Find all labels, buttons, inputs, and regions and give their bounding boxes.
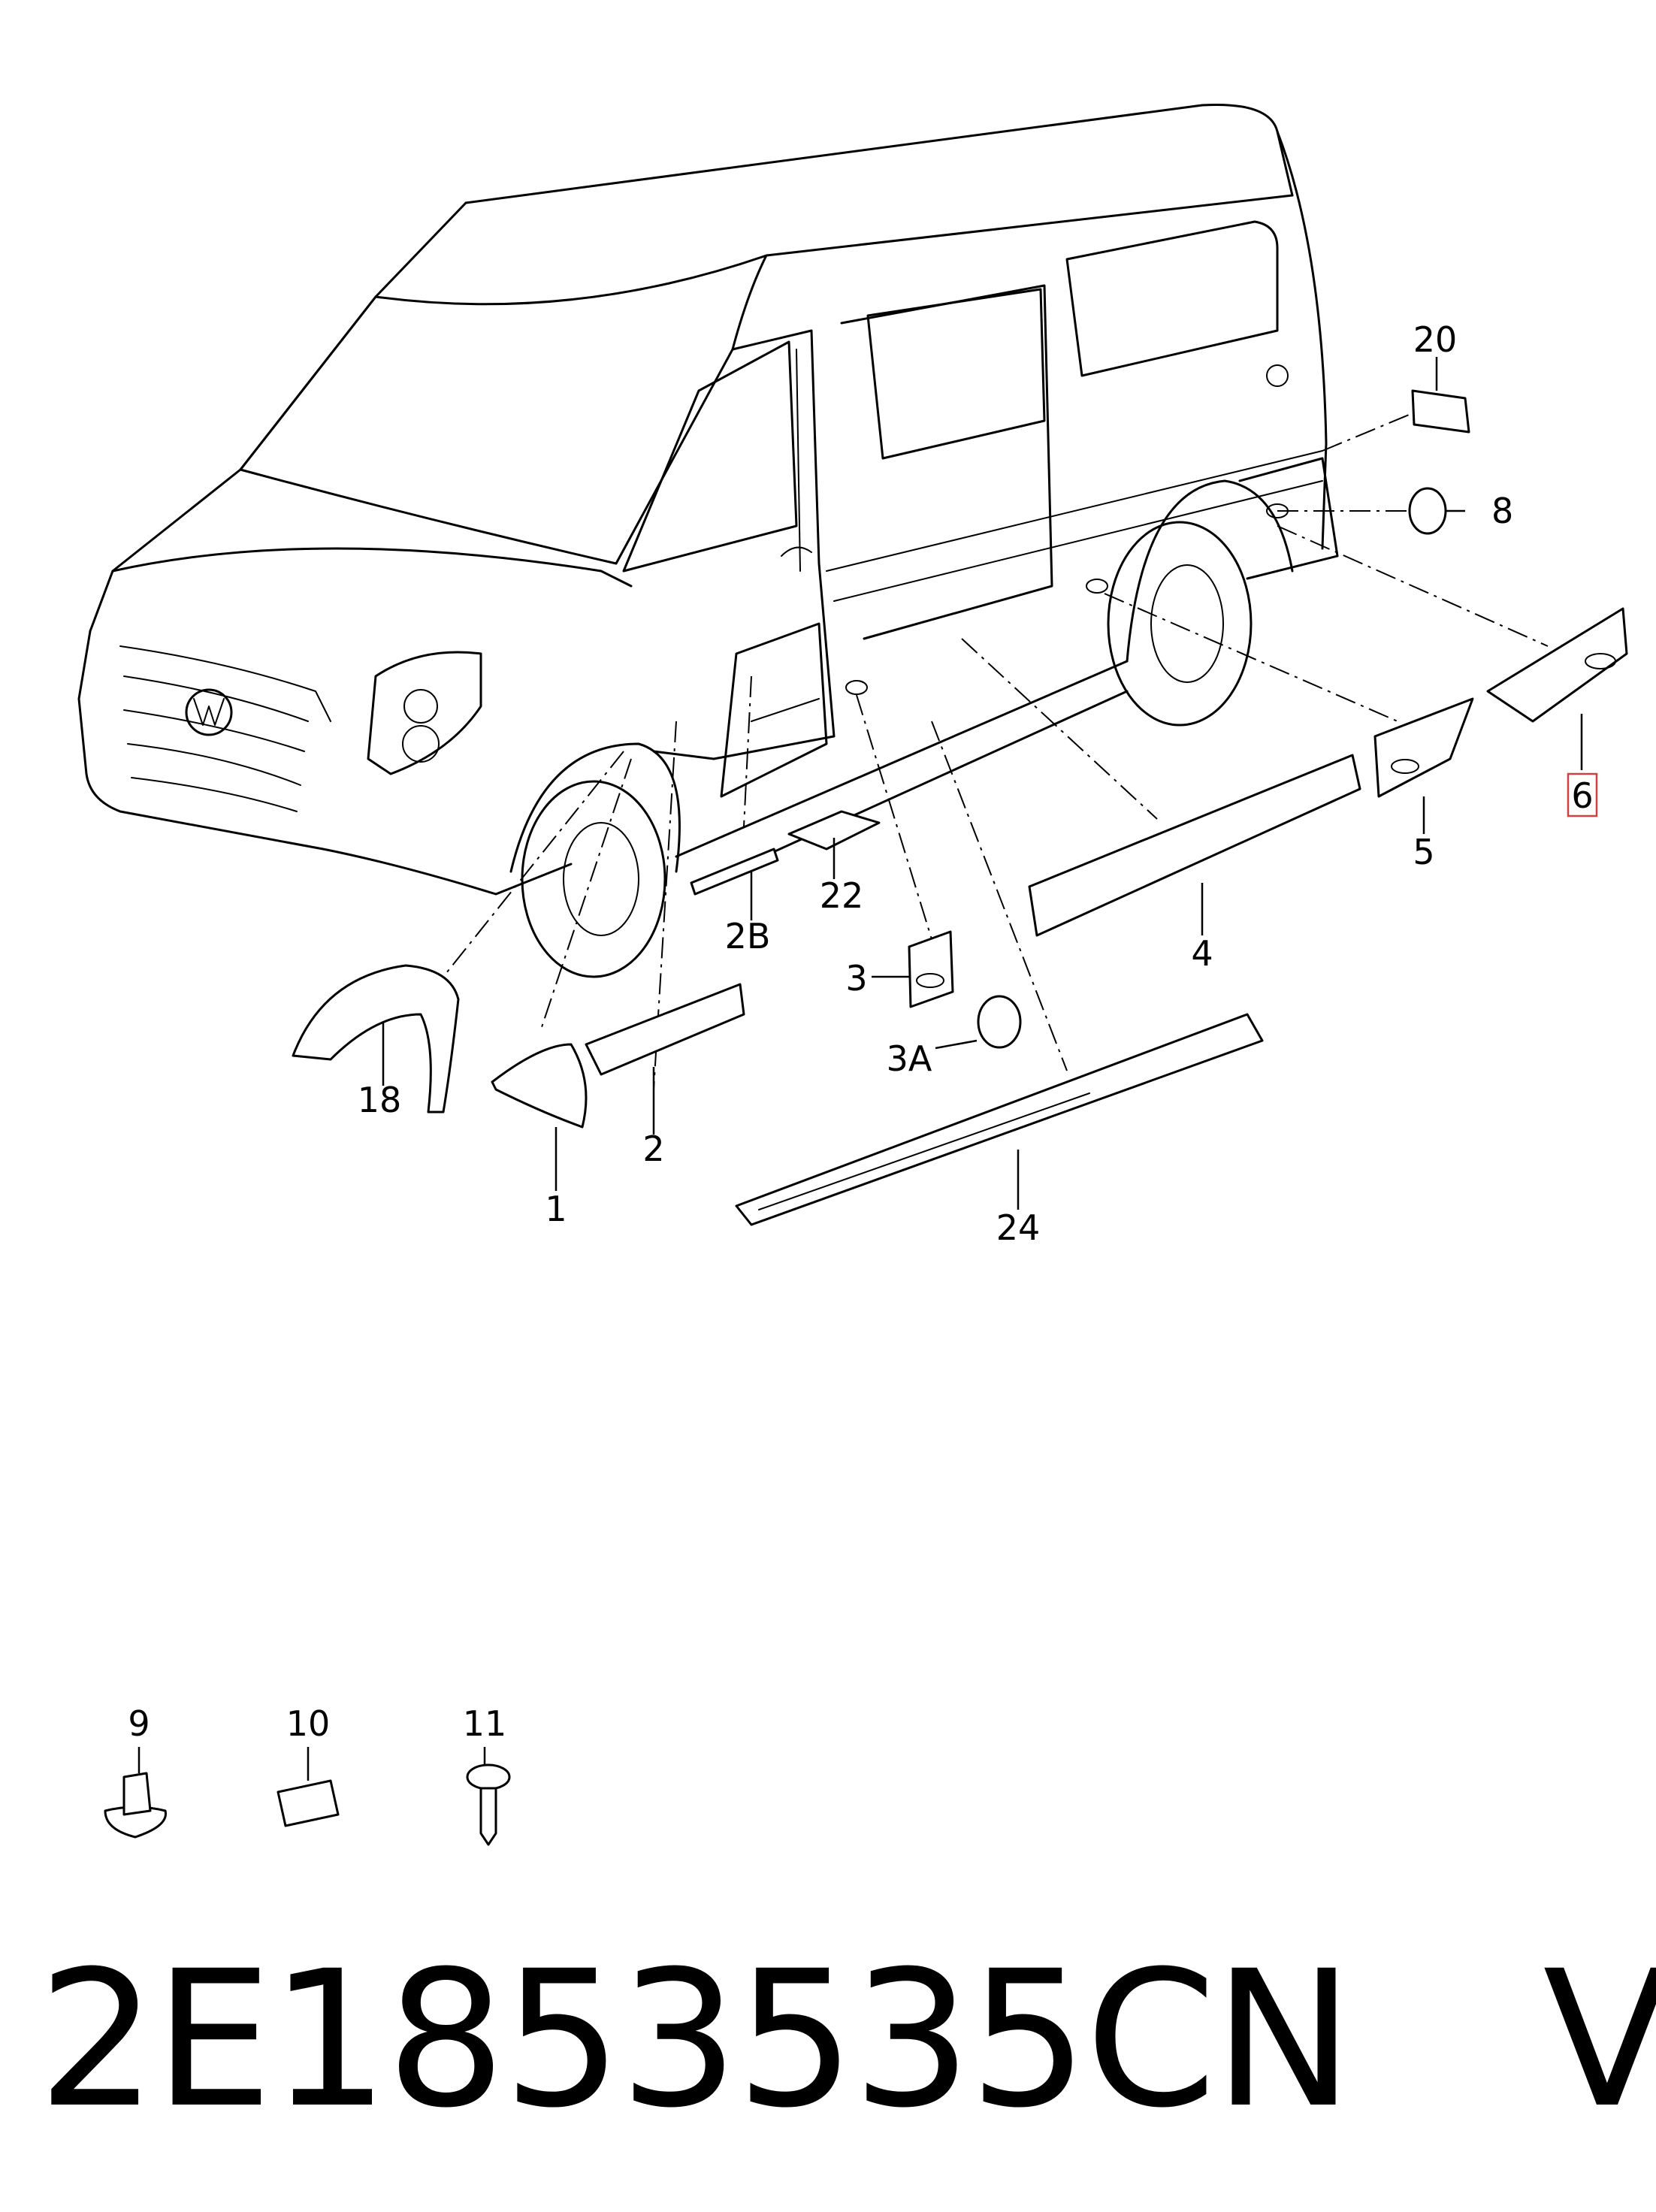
part-20-bracket (1411, 389, 1470, 434)
parts (104, 389, 1628, 1846)
label-10: 10 (286, 1703, 331, 1744)
connector-lines (443, 412, 1549, 1090)
part-24-sill (735, 1013, 1264, 1226)
label-18: 18 (358, 1080, 402, 1120)
van-illustration (77, 103, 1339, 978)
label-24: 24 (996, 1207, 1041, 1248)
label-2b: 2B (725, 916, 771, 956)
part-2-moulding (585, 983, 745, 1076)
part-8-grommet (1408, 487, 1447, 535)
label-22: 22 (820, 875, 864, 916)
part-2b-strip (690, 848, 779, 896)
part-18-wheel-arch-trim (292, 964, 460, 1114)
part-5-moulding (1373, 697, 1474, 798)
label-8: 8 (1491, 491, 1513, 531)
part-number-footer: 2E1853535CN VAG (38, 1946, 1656, 2134)
callout-labels: 18 1 2 2B 22 3 3A 24 4 5 6 8 20 9 10 11 (128, 319, 1598, 1744)
part-22-plate (787, 810, 881, 851)
label-1: 1 (545, 1189, 567, 1229)
label-6-highlight-box (1567, 772, 1598, 817)
part-10-clip (277, 1779, 340, 1827)
part-4-moulding (1028, 754, 1361, 937)
label-9: 9 (128, 1703, 150, 1744)
label-5: 5 (1413, 832, 1434, 872)
part-3a-grommet (977, 995, 1022, 1049)
part-3-clip (908, 930, 954, 1008)
label-20: 20 (1413, 319, 1458, 360)
brand-name: VAG (1543, 1930, 1656, 2149)
leader-lines (137, 357, 1583, 1781)
label-3a: 3A (887, 1038, 932, 1079)
label-2: 2 (642, 1129, 664, 1169)
part-number: 2E1853535CN (38, 1930, 1354, 2149)
part-6-moulding-end (1486, 607, 1628, 723)
label-6: 6 (1571, 775, 1593, 816)
part-1-corner-trim (491, 1043, 588, 1129)
part-11-screw (466, 1763, 511, 1790)
label-3: 3 (845, 958, 867, 999)
label-4: 4 (1191, 933, 1213, 974)
label-11: 11 (463, 1703, 507, 1744)
